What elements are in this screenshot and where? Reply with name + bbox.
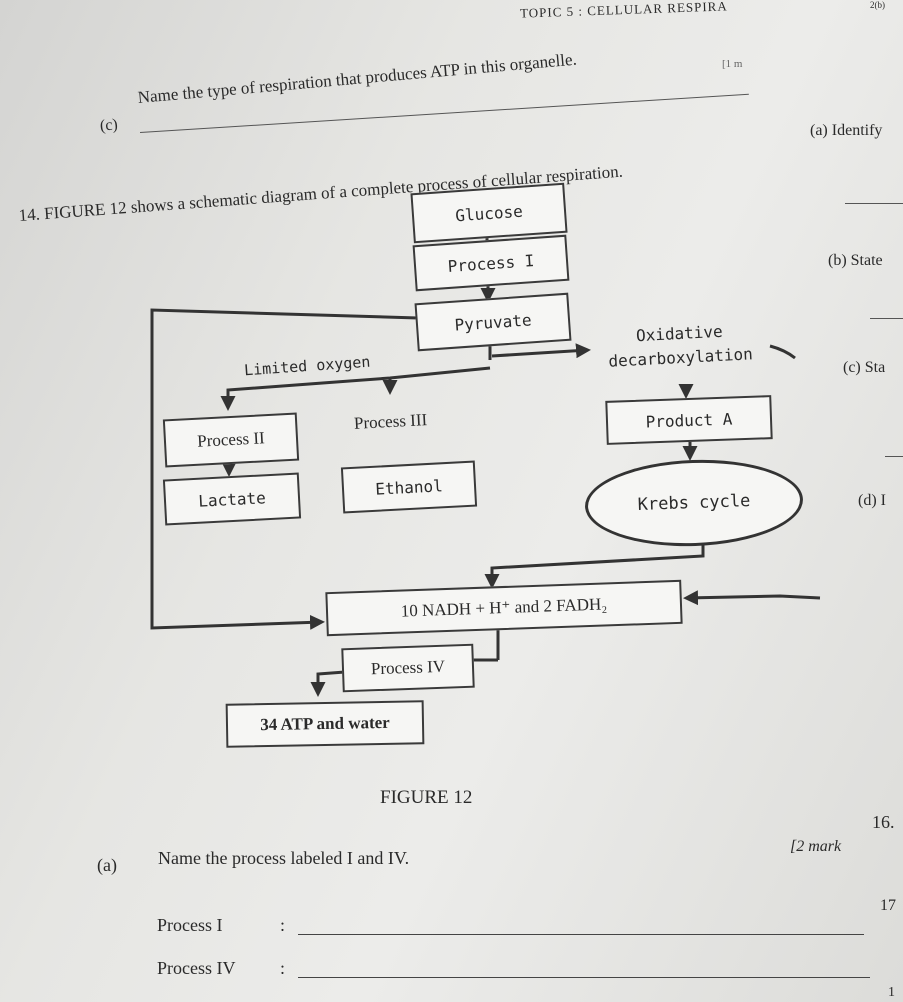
side-17: 17	[880, 897, 896, 914]
side-b: (b) State	[828, 252, 883, 269]
side-a: (a) Identify	[810, 122, 883, 139]
process-4-answer-colon: :	[280, 958, 286, 978]
process-1-answer-colon: :	[280, 915, 286, 935]
process-1-answer-label: Process I	[157, 915, 223, 935]
product-a-box: Product A	[605, 395, 773, 445]
side-line-3	[885, 456, 903, 457]
page-fragment: 2(b)	[870, 0, 885, 10]
side-line-2	[870, 318, 903, 319]
side-d: (d) I	[858, 492, 886, 509]
atp-water-box: 34 ATP and water	[225, 700, 425, 748]
process-3-label: Process III	[353, 410, 428, 433]
oxidative-decarboxylation-box: Oxidative decarboxylation	[591, 313, 770, 378]
subq-a-text: Name the process labeled I and IV.	[158, 848, 410, 868]
oxidative-label-2: decarboxylation	[607, 344, 754, 371]
lactate-box: Lactate	[162, 472, 302, 526]
side-line-1	[845, 203, 903, 204]
subq-a-label: (a)	[97, 855, 117, 875]
process-2-box: Process II	[162, 412, 300, 468]
process-4-box: Process IV	[341, 643, 475, 693]
prev-question-marks: [1 m	[722, 58, 743, 70]
glucose-box: Glucose	[410, 182, 568, 244]
side-16: 16.	[872, 812, 895, 832]
figure-caption: FIGURE 12	[380, 787, 473, 808]
side-1: 1	[888, 985, 895, 1000]
side-c: (c) Sta	[843, 359, 886, 376]
subq-a-marks: [2 mark	[790, 838, 842, 855]
ethanol-box: Ethanol	[340, 460, 478, 514]
process-4-answer-label: Process IV	[157, 958, 236, 978]
process-4-answer-line[interactable]	[298, 977, 870, 978]
process-1-answer-line[interactable]	[298, 934, 864, 935]
